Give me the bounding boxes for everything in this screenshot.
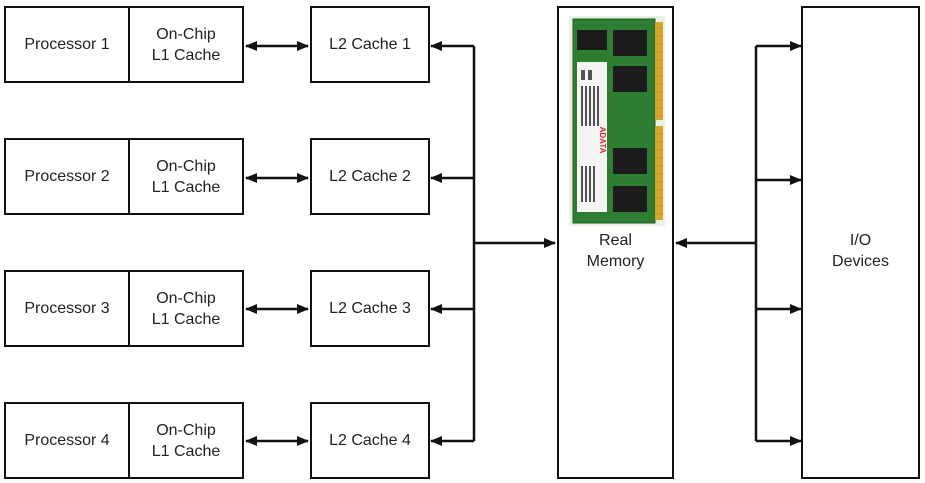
ram-module-image: ADATA bbox=[569, 16, 665, 226]
l2-cache-3-box: L2 Cache 3 bbox=[310, 270, 430, 347]
processor-3-box: Processor 3 On-Chip L1 Cache bbox=[4, 270, 244, 347]
l2-cache-4-box: L2 Cache 4 bbox=[310, 402, 430, 479]
l2-cache-3-label: L2 Cache 3 bbox=[329, 300, 411, 317]
l2-cache-1-box: L2 Cache 1 bbox=[310, 6, 430, 83]
io-devices-label: I/O Devices bbox=[832, 232, 889, 270]
divider bbox=[128, 140, 130, 213]
processor-1-label: Processor 1 bbox=[24, 36, 110, 53]
processor-2-box: Processor 2 On-Chip L1 Cache bbox=[4, 138, 244, 215]
l1-cache-4-label: On-Chip L1 Cache bbox=[151, 421, 221, 460]
processor-4-box: Processor 4 On-Chip L1 Cache bbox=[4, 402, 244, 479]
processor-4-label: Processor 4 bbox=[24, 432, 110, 449]
divider bbox=[128, 272, 130, 345]
divider bbox=[128, 8, 130, 81]
l1-cache-3-label: On-Chip L1 Cache bbox=[151, 289, 221, 328]
processor-1-box: Processor 1 On-Chip L1 Cache bbox=[4, 6, 244, 83]
io-devices-box: I/O Devices bbox=[801, 6, 920, 479]
l1-cache-2-label: On-Chip L1 Cache bbox=[151, 157, 221, 196]
l1-cache-1-label: On-Chip L1 Cache bbox=[151, 25, 221, 64]
processor-3-label: Processor 3 bbox=[24, 300, 110, 317]
l2-cache-1-label: L2 Cache 1 bbox=[329, 36, 411, 53]
l2-cache-2-label: L2 Cache 2 bbox=[329, 168, 411, 185]
l2-cache-2-box: L2 Cache 2 bbox=[310, 138, 430, 215]
processor-2-label: Processor 2 bbox=[24, 168, 110, 185]
divider bbox=[128, 404, 130, 477]
real-memory-box: ADATA Real Memory bbox=[557, 6, 674, 479]
l2-cache-4-label: L2 Cache 4 bbox=[329, 432, 411, 449]
ram-brand-label: ADATA bbox=[598, 127, 607, 154]
real-memory-label: Real Memory bbox=[586, 232, 645, 270]
